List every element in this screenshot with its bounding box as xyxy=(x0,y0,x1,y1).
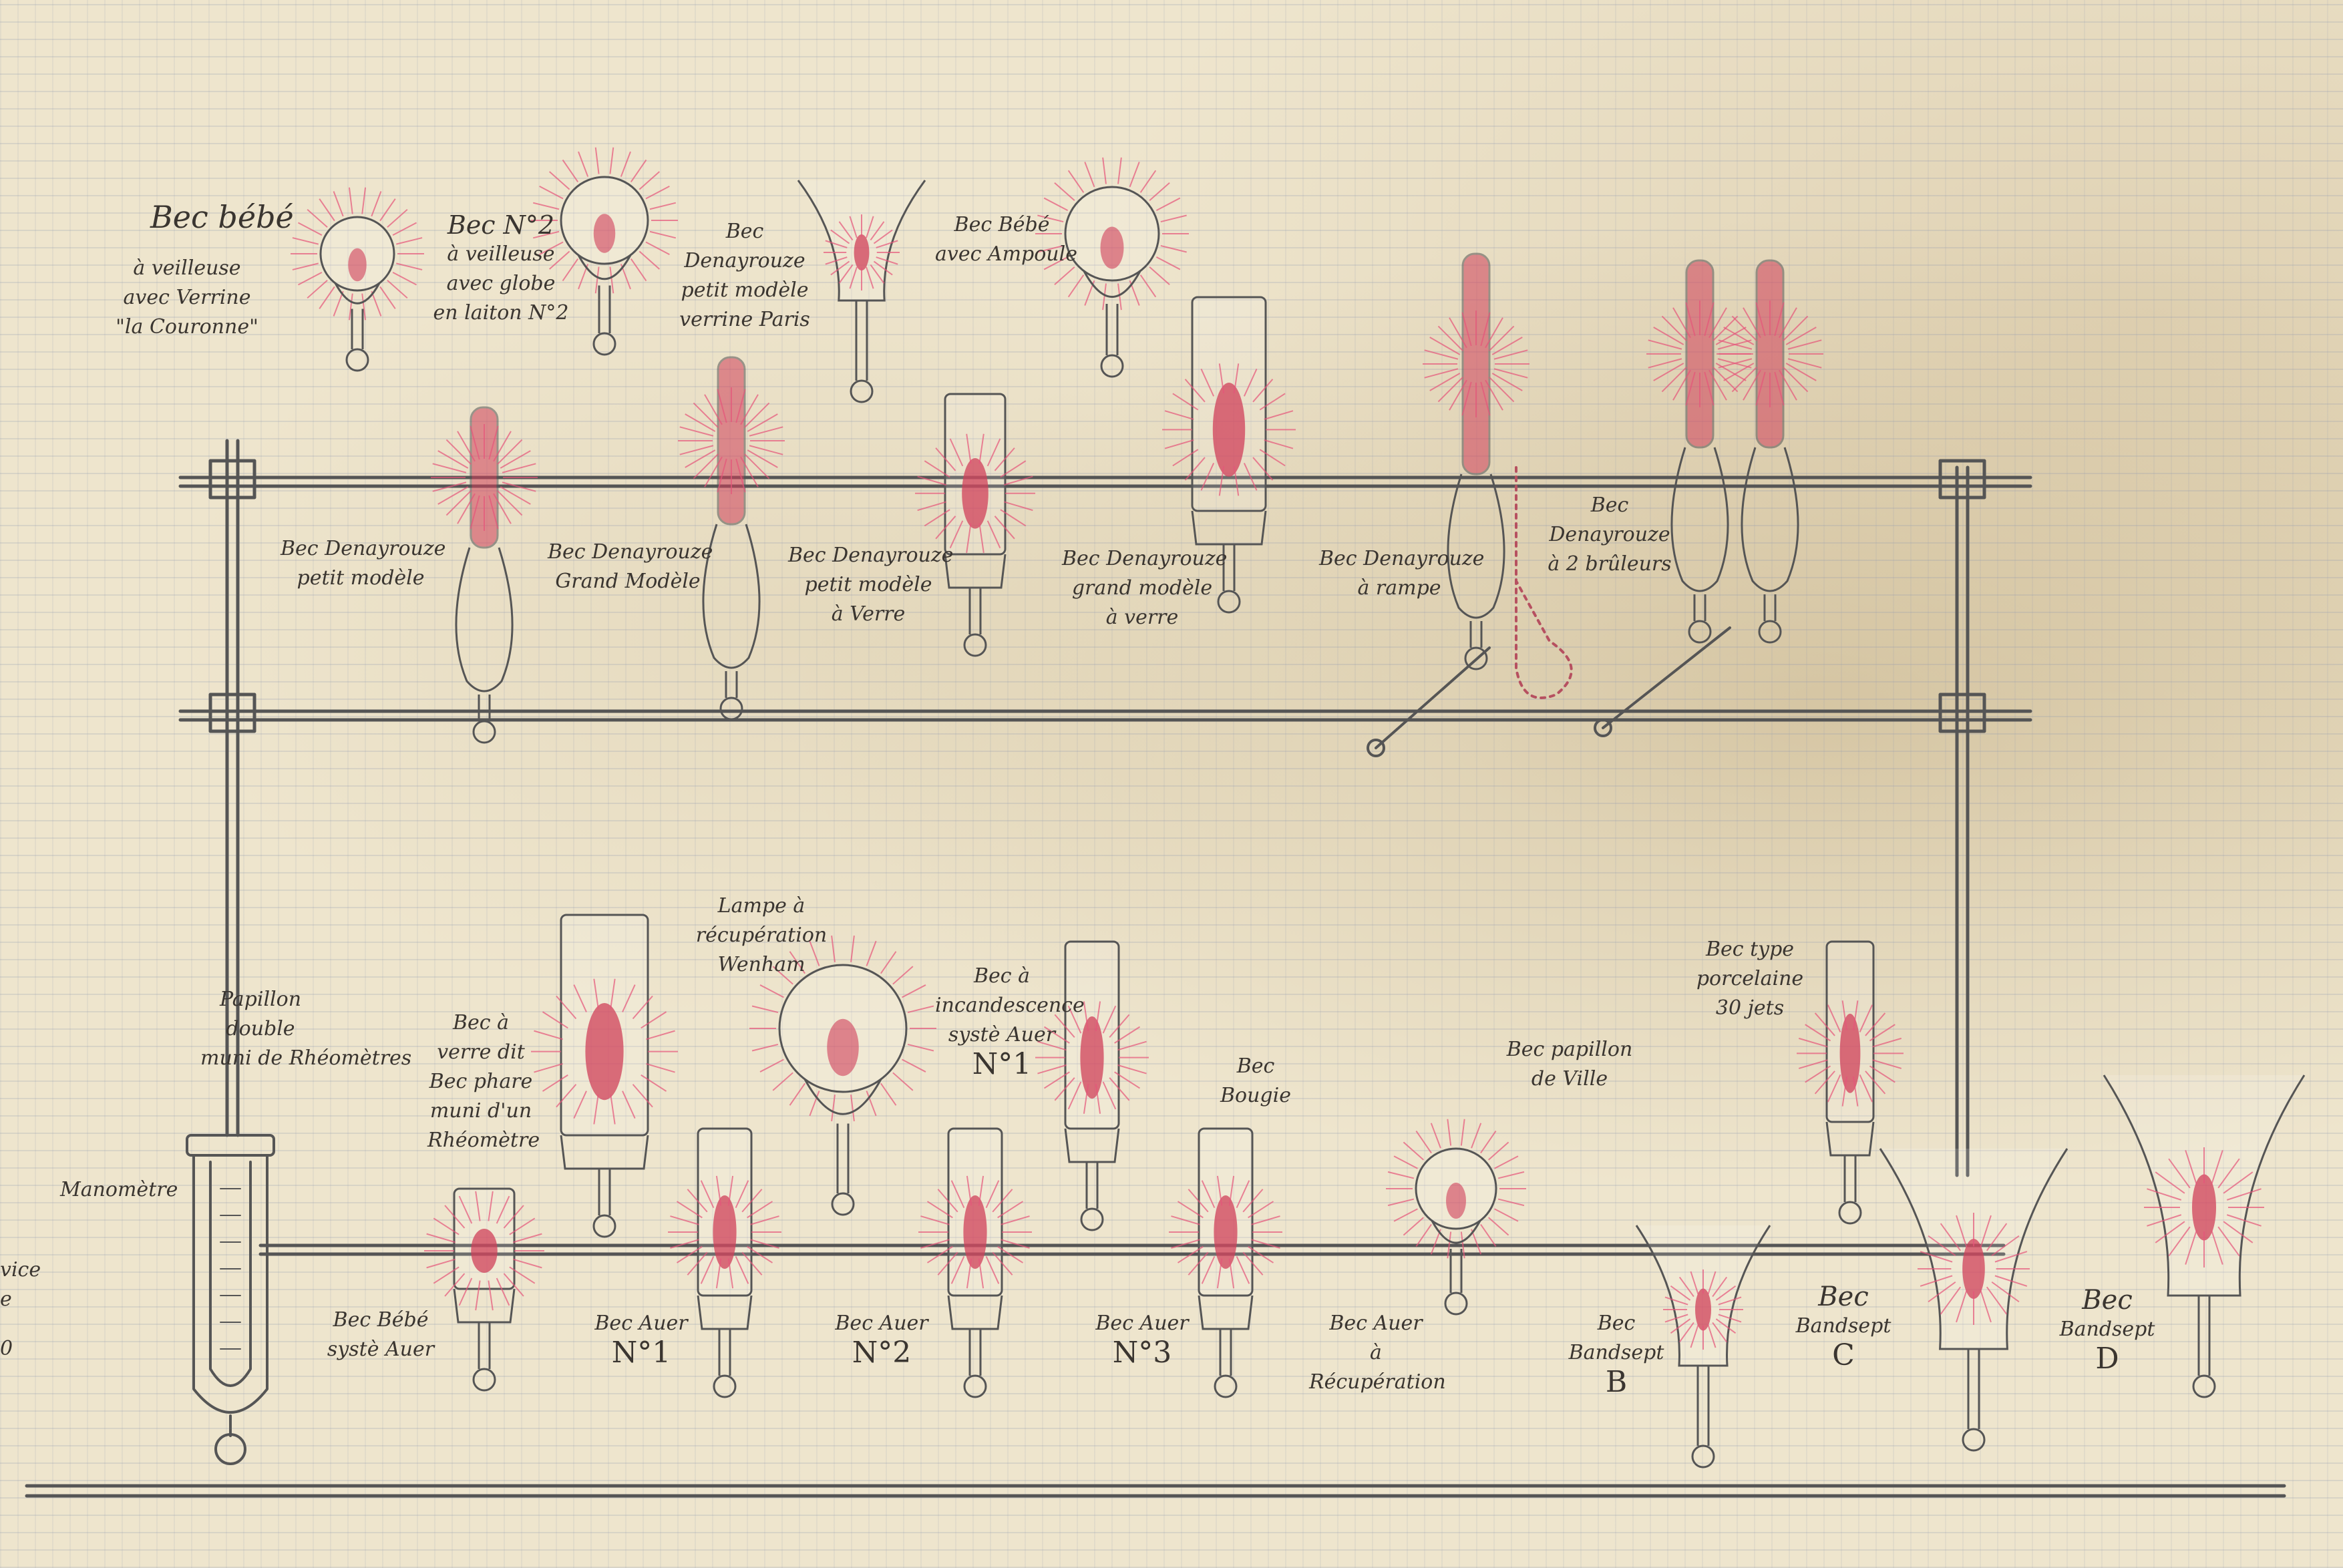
burner-bec-phare xyxy=(531,914,678,1238)
burner-bandsept-d xyxy=(2103,1074,2306,1398)
rack-frame xyxy=(25,439,2286,1498)
label-bec-bebe-veilleuse: Bec bébé xyxy=(150,199,294,235)
burner-wenham xyxy=(749,935,936,1216)
burner-denayrouze-petit-verre xyxy=(915,393,1035,657)
burner-denayrouze-petit xyxy=(431,406,538,744)
rampe-rod xyxy=(1367,466,1731,757)
burner-group xyxy=(291,147,2306,1468)
burner-double-right xyxy=(1717,259,1823,644)
burner-auer-3 xyxy=(1169,1127,1282,1398)
burner-auer-1 xyxy=(668,1127,781,1398)
burner-denayrouze-verrine xyxy=(797,180,926,403)
burner-denayrouze-grand-verre xyxy=(1162,296,1296,614)
label-manometre: Manomètre xyxy=(60,1178,178,1201)
top-right-clamp xyxy=(1938,459,1986,500)
burner-auer-recuperation xyxy=(1386,1119,1526,1316)
burner-double-left xyxy=(1646,259,1753,644)
burner-denayrouze-rampe xyxy=(1423,252,1529,670)
burner-bandsept-c xyxy=(1879,1148,2068,1452)
burner-bebe-auer xyxy=(424,1187,544,1392)
burner-porcelaine xyxy=(1797,940,1904,1225)
mid-right-clamp xyxy=(1938,693,1986,733)
manometer-illustration xyxy=(186,1134,275,1465)
burner-bandsept-b xyxy=(1635,1225,1771,1468)
burner-bebe-ampoule xyxy=(1035,157,1189,378)
burner-incandescence xyxy=(1035,940,1149,1231)
burner-bebe-veilleuse xyxy=(291,187,424,372)
top-left-clamp xyxy=(208,459,256,500)
mid-left-clamp xyxy=(208,693,256,733)
burner-no2-globe xyxy=(531,147,678,356)
burner-denayrouze-grand xyxy=(678,356,785,721)
burner-auer-2 xyxy=(918,1127,1032,1398)
